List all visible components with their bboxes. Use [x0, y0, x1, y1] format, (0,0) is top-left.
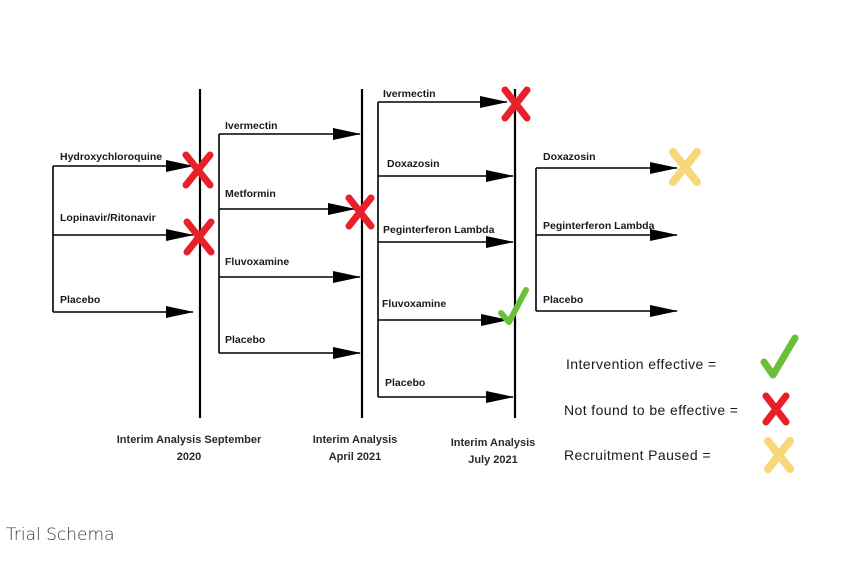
- arm-label: Fluvoxamine: [382, 298, 446, 310]
- red-x-icon: [501, 86, 531, 122]
- figure-caption: Trial Schema: [6, 525, 115, 545]
- interim-analysis-label: April 2021: [329, 451, 382, 463]
- arm-label: Placebo: [60, 294, 100, 306]
- interim-analysis-label: Interim Analysis: [451, 437, 536, 449]
- green-check-icon: [760, 334, 799, 379]
- red-x-icon: [762, 392, 790, 426]
- interim-analysis-label: Interim Analysis: [313, 434, 398, 446]
- yellow-x-icon: [764, 437, 794, 473]
- red-x-icon: [182, 151, 214, 189]
- legend-label: Recruitment Paused =: [564, 447, 711, 463]
- arm-label: Doxazosin: [387, 158, 440, 170]
- interim-analysis-label: 2020: [177, 451, 201, 463]
- arm-label: Hydroxychloroquine: [60, 151, 162, 163]
- arm-label: Metformin: [225, 188, 276, 200]
- arm-label: Lopinavir/Ritonavir: [60, 212, 156, 224]
- arm-label: Ivermectin: [383, 88, 436, 100]
- trial-schema-diagram: Hydroxychloroquine Lopinavir/Ritonavir P…: [52, 86, 799, 473]
- legend: Intervention effective = Not found to be…: [564, 334, 799, 473]
- arm-label: Peginterferon Lambda: [543, 220, 655, 232]
- arm-label: Peginterferon Lambda: [383, 224, 495, 236]
- red-x-icon: [345, 194, 375, 230]
- green-check-icon: [498, 287, 529, 325]
- yellow-x-icon: [669, 148, 701, 186]
- arm-label: Placebo: [543, 294, 583, 306]
- arm-label: Doxazosin: [543, 151, 596, 163]
- arm-label: Ivermectin: [225, 120, 278, 132]
- interim-analysis-label: July 2021: [468, 454, 518, 466]
- legend-label: Intervention effective =: [566, 356, 717, 372]
- arm-label: Fluvoxamine: [225, 256, 289, 268]
- legend-label: Not found to be effective =: [564, 402, 738, 418]
- interim-analysis-label: Interim Analysis September: [117, 434, 262, 446]
- arm-label: Placebo: [225, 334, 265, 346]
- red-x-icon: [183, 218, 215, 256]
- arm-label: Placebo: [385, 377, 425, 389]
